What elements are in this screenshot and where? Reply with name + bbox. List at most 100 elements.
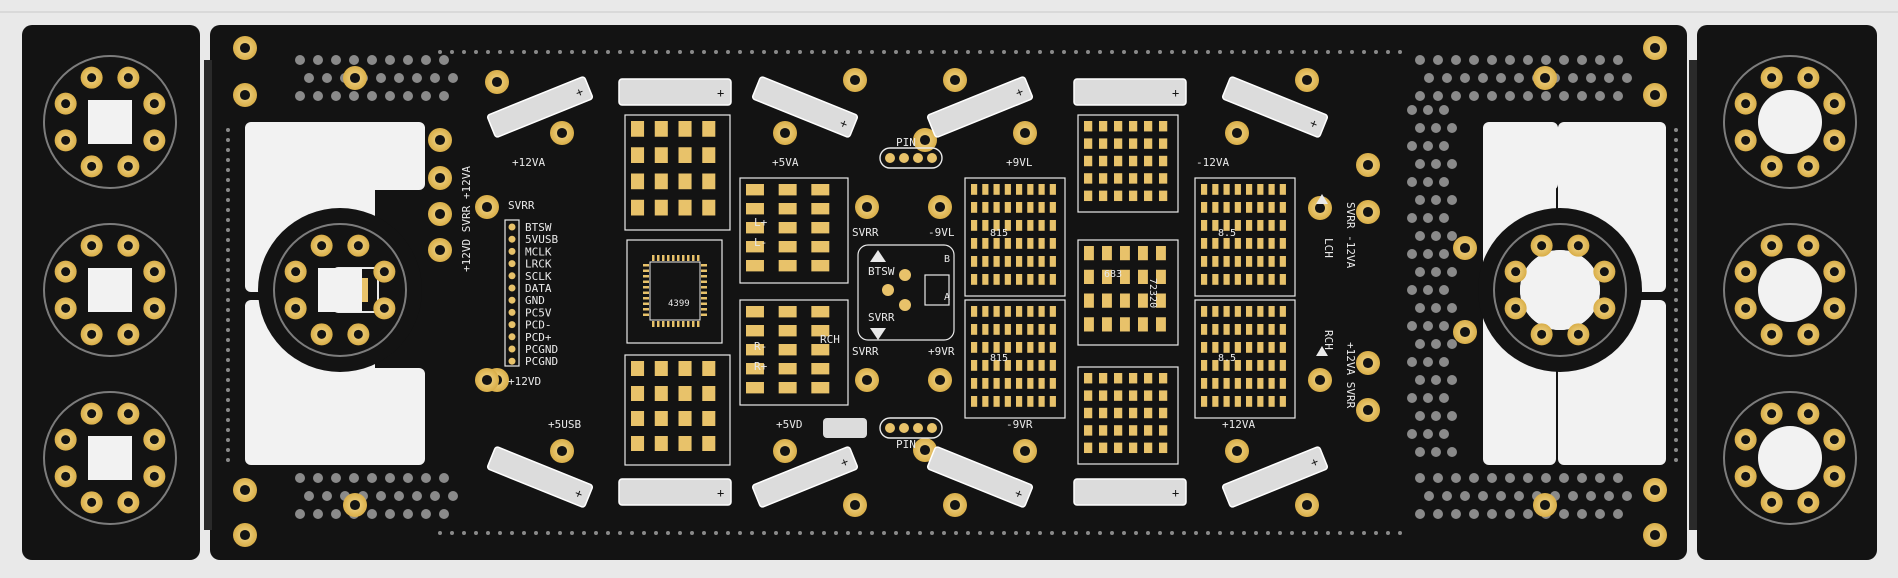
stitch-via bbox=[1674, 188, 1678, 192]
stitch-via bbox=[1170, 531, 1174, 535]
smd-pad bbox=[1234, 184, 1241, 195]
smd-pad bbox=[1004, 378, 1011, 389]
stitch-via bbox=[226, 398, 230, 402]
smd-pad bbox=[746, 222, 764, 234]
smd-pad bbox=[811, 306, 830, 318]
via bbox=[1487, 509, 1497, 519]
ring-pad-hole bbox=[1767, 73, 1777, 83]
connector-label-9: PCD+ bbox=[525, 331, 552, 344]
smd-pad bbox=[1049, 274, 1056, 285]
ring-pad-hole bbox=[149, 135, 159, 145]
stitch-via bbox=[570, 531, 574, 535]
via bbox=[295, 91, 305, 101]
dac-pin bbox=[701, 269, 707, 272]
via-array bbox=[226, 50, 1678, 535]
via bbox=[403, 55, 413, 65]
capacitor-body bbox=[926, 76, 1034, 138]
tht-pad-hole bbox=[239, 89, 251, 101]
stitch-via bbox=[1146, 531, 1150, 535]
stitch-via bbox=[1674, 338, 1678, 342]
stitch-via bbox=[702, 50, 706, 54]
via bbox=[1613, 509, 1623, 519]
smd-pad bbox=[1159, 155, 1168, 167]
stitch-via bbox=[690, 50, 694, 54]
stitch-via bbox=[882, 531, 886, 535]
ring-pad-hole bbox=[1537, 329, 1547, 339]
dac-pin bbox=[701, 302, 707, 305]
tht-pad-hole bbox=[1459, 242, 1471, 254]
tht-pad-hole bbox=[779, 445, 791, 457]
jumper-block bbox=[823, 418, 867, 438]
up-arrow-icon-rch bbox=[1316, 346, 1328, 356]
smd-pad bbox=[993, 396, 1000, 407]
via bbox=[1407, 429, 1417, 439]
tht-pad-hole bbox=[481, 201, 493, 213]
smd-pad bbox=[811, 184, 830, 196]
stitch-via bbox=[1098, 50, 1102, 54]
stitch-via bbox=[618, 531, 622, 535]
via bbox=[1613, 55, 1623, 65]
smd-pad bbox=[1084, 121, 1093, 132]
via bbox=[1439, 321, 1449, 331]
stitch-via bbox=[702, 531, 706, 535]
stitch-via bbox=[438, 50, 442, 54]
stitch-via bbox=[226, 128, 230, 132]
dac-pin bbox=[652, 321, 655, 327]
smd-pad bbox=[1004, 256, 1011, 267]
capacitor-polarity: + bbox=[1172, 486, 1179, 500]
smd-pad bbox=[1257, 306, 1264, 317]
via bbox=[1559, 91, 1569, 101]
stitch-via bbox=[1038, 50, 1042, 54]
via bbox=[430, 73, 440, 83]
ring-center-hole bbox=[88, 268, 132, 312]
stitch-via bbox=[1386, 531, 1390, 535]
via bbox=[1487, 55, 1497, 65]
label-pin-top: PIN bbox=[896, 136, 916, 149]
dac-pin bbox=[682, 255, 685, 261]
stitch-via bbox=[1374, 531, 1378, 535]
via bbox=[1541, 473, 1551, 483]
ring-outline bbox=[43, 55, 177, 189]
smd-pad bbox=[1268, 324, 1275, 335]
dac-pin bbox=[643, 280, 649, 283]
ring-pad-hole bbox=[61, 99, 71, 109]
stitch-via bbox=[1674, 358, 1678, 362]
smd-pad bbox=[971, 378, 978, 389]
stitch-via bbox=[226, 438, 230, 442]
via bbox=[1460, 73, 1470, 83]
smd-pad bbox=[1144, 425, 1153, 436]
via bbox=[1577, 509, 1587, 519]
smd-pad bbox=[1223, 396, 1230, 407]
smd-pad bbox=[1279, 324, 1286, 335]
smd-pad bbox=[1234, 238, 1241, 249]
smd-pad bbox=[1246, 220, 1253, 231]
smd-pad bbox=[1201, 238, 1208, 249]
via bbox=[1439, 393, 1449, 403]
stitch-via bbox=[726, 50, 730, 54]
stitch-via bbox=[654, 50, 658, 54]
smd-pad bbox=[971, 238, 978, 249]
stitch-via bbox=[558, 531, 562, 535]
stitch-via bbox=[1314, 50, 1318, 54]
stitch-via bbox=[666, 531, 670, 535]
btsw-pad bbox=[899, 269, 911, 281]
ring-pad-hole bbox=[1573, 241, 1583, 251]
stitch-via bbox=[1122, 50, 1126, 54]
via bbox=[1407, 141, 1417, 151]
via bbox=[1447, 159, 1457, 169]
smd-pad bbox=[993, 202, 1000, 213]
via bbox=[1586, 73, 1596, 83]
tht-pad-hole bbox=[491, 76, 503, 88]
stitch-via bbox=[1242, 50, 1246, 54]
via bbox=[385, 55, 395, 65]
via bbox=[1423, 285, 1433, 295]
ring-pad-hole bbox=[61, 135, 71, 145]
stitch-via bbox=[1674, 448, 1678, 452]
block-outline bbox=[1077, 114, 1179, 213]
smd-pad bbox=[1212, 220, 1219, 231]
smd-pad bbox=[1159, 138, 1168, 149]
stitch-via bbox=[606, 50, 610, 54]
stitch-via bbox=[822, 50, 826, 54]
stitch-via bbox=[546, 50, 550, 54]
stitch-via bbox=[1338, 531, 1342, 535]
